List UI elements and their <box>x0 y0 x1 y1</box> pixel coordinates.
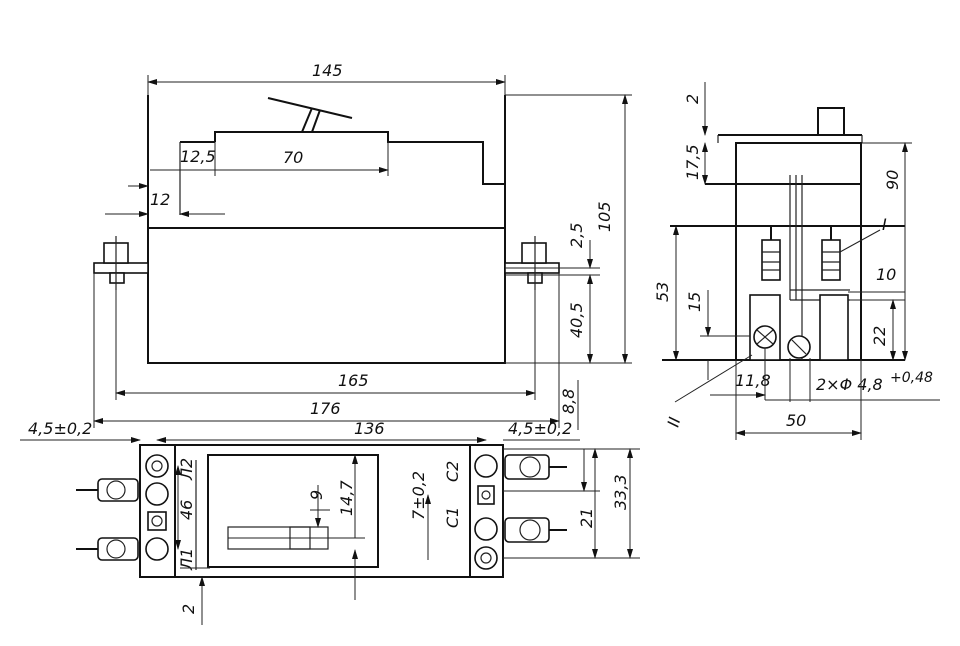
plan-view: 4,5±0,2 136 4,5±0,2 Л2 46 Л1 С2 С1 9 14,… <box>20 419 640 625</box>
dim-136: 136 <box>354 419 385 438</box>
detail-I: I <box>882 215 887 234</box>
dim-165: 165 <box>338 371 369 390</box>
dim-2-bottom: 2 <box>179 604 198 614</box>
dim-105: 105 <box>595 201 614 232</box>
front-terminal-right <box>504 236 560 290</box>
plan-screw-l2 <box>145 482 169 506</box>
dim-hole: 2×Φ 4,8 <box>816 375 883 394</box>
dim-12-5: 12,5 <box>180 147 216 166</box>
dim-17-5: 17,5 <box>683 144 702 180</box>
front-top-profile <box>214 131 505 185</box>
dim-14-7: 14,7 <box>337 480 356 516</box>
lug-left-bottom <box>76 537 139 561</box>
lug-left-top <box>76 478 139 502</box>
lug-right-bottom <box>504 517 567 543</box>
dim-70: 70 <box>283 148 303 167</box>
toggle-handle <box>267 97 353 119</box>
plan-screw-r1 <box>474 454 498 478</box>
label-c1: С1 <box>443 507 462 528</box>
dim-50: 50 <box>786 411 806 430</box>
dim-8-8: 8,8 <box>559 389 578 414</box>
dim-145: 145 <box>312 61 343 80</box>
side-stud-left <box>761 225 781 281</box>
plan-screw-r2 <box>474 517 498 541</box>
side-view: 2 17,5 90 I 53 15 10 22 II 11,8 <box>653 82 940 440</box>
front-view: 145 12,5 70 12 105 2,5 40,5 165 <box>93 61 632 430</box>
plan-screw-r3 <box>474 546 498 570</box>
dim-2-top: 2 <box>683 94 702 104</box>
dim-11-8: 11,8 <box>735 371 771 390</box>
dim-tol-right: 4,5±0,2 <box>508 419 572 438</box>
side-stud-right <box>821 225 841 281</box>
dim-tol-left: 4,5±0,2 <box>28 419 92 438</box>
plan-body <box>139 444 504 578</box>
dim-22: 22 <box>870 326 889 346</box>
label-l1: Л1 <box>177 548 196 571</box>
dim-2-5: 2,5 <box>567 223 586 248</box>
plan-window <box>207 454 379 568</box>
dim-90: 90 <box>883 170 902 190</box>
dim-53: 53 <box>653 282 672 302</box>
label-46: 46 <box>177 500 196 520</box>
detail-II: II <box>664 415 685 429</box>
dim-21: 21 <box>577 508 596 528</box>
front-terminal-left <box>93 236 149 290</box>
dim-10: 10 <box>876 265 896 284</box>
dim-40-5: 40,5 <box>567 302 586 338</box>
plan-screw-l1 <box>145 454 169 478</box>
dim-hole-tol: +0,48 <box>890 370 933 386</box>
dim-7-tol: 7±0,2 <box>409 471 428 520</box>
side-handle <box>817 107 845 136</box>
dim-33-3: 33,3 <box>611 474 630 510</box>
front-body-lower <box>147 227 506 364</box>
lug-right-top <box>504 454 567 480</box>
dim-9: 9 <box>307 490 326 500</box>
label-c2: С2 <box>443 461 462 482</box>
dim-12: 12 <box>150 190 170 209</box>
label-l2: Л2 <box>177 458 196 481</box>
dim-15: 15 <box>685 292 704 312</box>
plan-screw-l3 <box>145 537 169 561</box>
dim-176: 176 <box>310 399 341 418</box>
side-block-right <box>819 294 849 361</box>
